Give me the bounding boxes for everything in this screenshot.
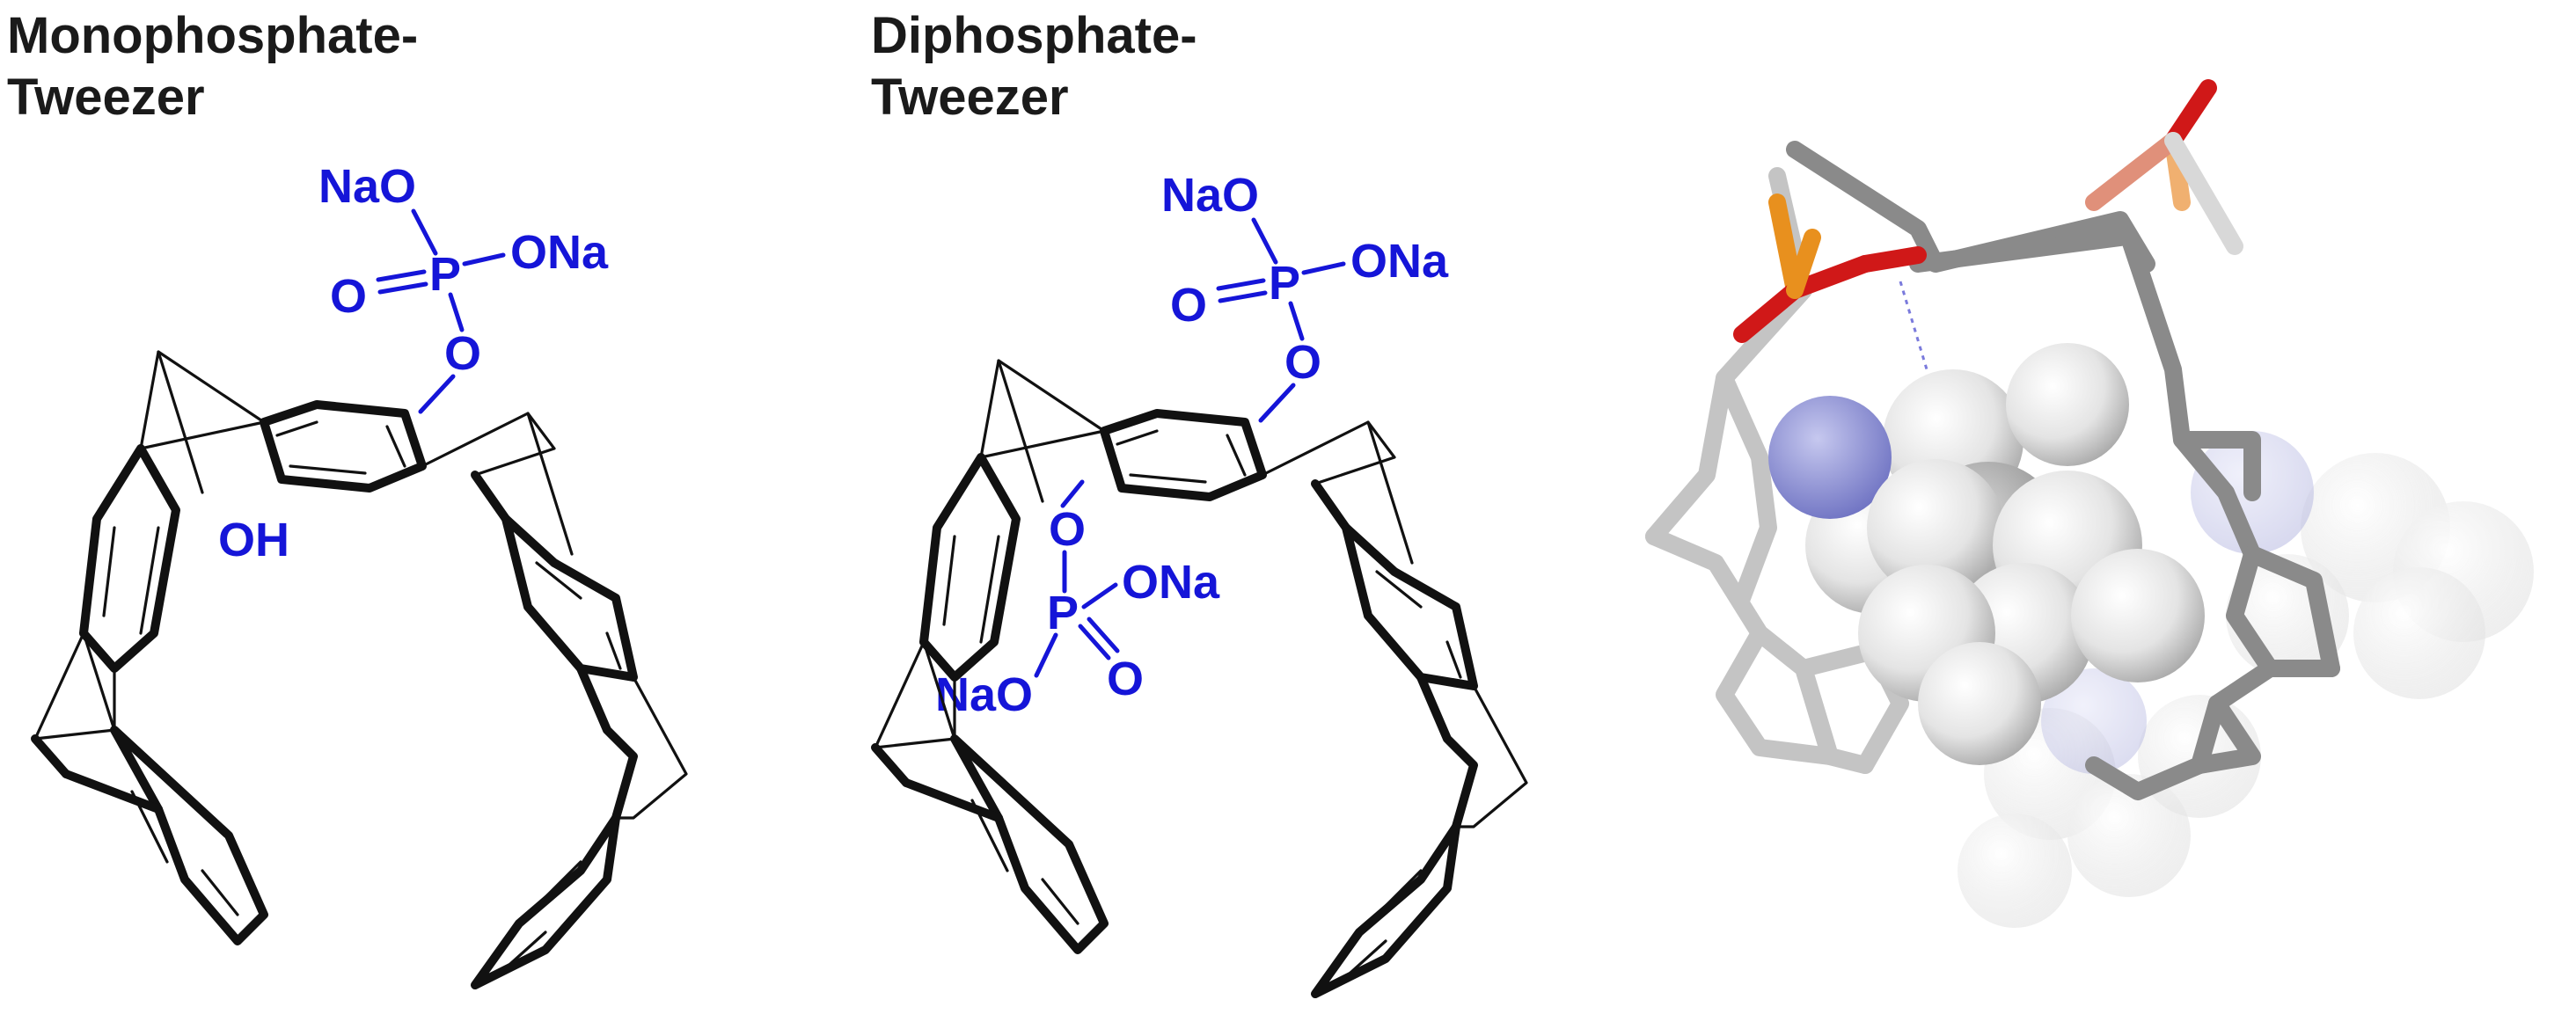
- di-tweezer-skeleton: [871, 359, 1528, 998]
- mono-o-double-label: O: [330, 270, 367, 323]
- mono-title-line1: Monophosphate-: [7, 7, 418, 64]
- di-title-line1: Diphosphate-: [871, 7, 1197, 64]
- host-sticks-front: [1786, 141, 2340, 800]
- hydrogen-bond-dashes: [1899, 281, 1928, 370]
- molecular-model-panel: [1645, 79, 2534, 928]
- di-title-line2: Tweezer: [871, 69, 1069, 126]
- di-o-double-label: O: [1170, 279, 1207, 332]
- mono-p-label: P: [429, 248, 461, 301]
- di-ona-label: ONa: [1350, 235, 1449, 288]
- di-upper-phosphate: NaO O P ONa O: [1161, 169, 1449, 423]
- di-o-link-label: O: [1284, 336, 1321, 389]
- mono-title-line2: Tweezer: [7, 69, 205, 126]
- mono-ona-label: ONa: [510, 226, 609, 279]
- di-ona2-label: ONa: [1122, 556, 1220, 609]
- mono-tweezer-skeleton: [31, 350, 688, 989]
- di-o-double2-label: O: [1107, 653, 1144, 705]
- di-o-link2-label: O: [1049, 503, 1086, 556]
- mono-phosphate-group: NaO O P ONa O: [318, 160, 609, 414]
- di-nao-label: NaO: [1161, 169, 1259, 222]
- mono-nao-label: NaO: [318, 160, 416, 213]
- di-p2-label: P: [1047, 587, 1079, 639]
- di-lower-phosphate: O P ONa NaO O: [935, 479, 1220, 721]
- mono-oh-label: OH: [218, 514, 289, 566]
- mono-o-link-label: O: [444, 327, 481, 380]
- diphosphate-panel: Diphosphate- Tweezer NaO O P ONa O O P O…: [871, 7, 1528, 998]
- phosphate-sticks: [1733, 79, 2243, 343]
- di-p-label: P: [1269, 257, 1300, 310]
- guest-spheres: [1768, 343, 2205, 765]
- monophosphate-panel: Monophosphate- Tweezer NaO O P ONa O OH: [7, 7, 688, 989]
